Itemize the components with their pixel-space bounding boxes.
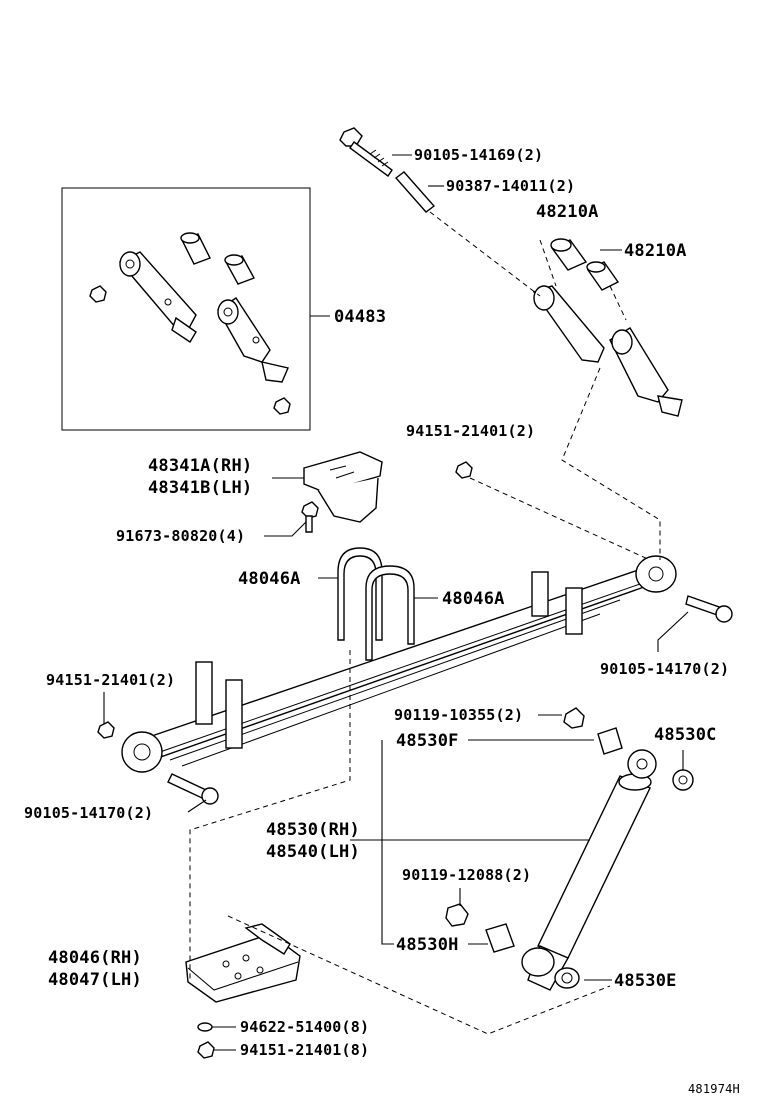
label-90105-14170-right: 90105-14170(2) xyxy=(600,660,730,678)
label-48210A-side: 48210A xyxy=(624,241,687,261)
washer-94622-51400 xyxy=(197,1022,213,1032)
label-91673-80820: 91673-80820(4) xyxy=(116,527,246,545)
kit-bushings xyxy=(180,232,256,285)
label-48540-LH: 48540(LH) xyxy=(266,842,360,862)
label-48530E: 48530E xyxy=(614,971,677,991)
label-48046A-right: 48046A xyxy=(442,589,505,609)
u-bolt-2 xyxy=(365,565,415,661)
diagram-id: 481974H xyxy=(688,1082,740,1096)
label-48047-LH: 48047(LH) xyxy=(48,970,142,990)
shackle-48210A xyxy=(532,238,683,417)
bracket-48341 xyxy=(303,451,383,523)
label-90119-10355: 90119-10355(2) xyxy=(394,706,524,724)
label-48046A-left: 48046A xyxy=(238,569,301,589)
label-48530-RH: 48530(RH) xyxy=(266,820,360,840)
label-94151-21401-bottom: 94151-21401(8) xyxy=(240,1041,370,1059)
bolt-90105-14169 xyxy=(339,127,393,177)
shock-bushings xyxy=(485,727,694,989)
leaf-spring xyxy=(121,555,677,773)
label-48530F: 48530F xyxy=(396,731,459,751)
label-90105-14170-left: 90105-14170(2) xyxy=(24,804,154,822)
u-bolt-1 xyxy=(337,547,383,641)
label-90119-12088: 90119-12088(2) xyxy=(402,866,532,884)
kit-shackle-right xyxy=(217,297,289,383)
bolt-90105-14170-right xyxy=(685,595,733,623)
label-48341A-RH: 48341A(RH) xyxy=(148,456,253,476)
bolt-90105-14170-left xyxy=(167,773,219,805)
label-48046-RH: 48046(RH) xyxy=(48,948,142,968)
label-48341B-LH: 48341B(LH) xyxy=(148,478,253,498)
spring-seat-plate xyxy=(185,923,301,1003)
shock-fasteners xyxy=(445,707,585,927)
shock-absorber xyxy=(521,749,657,991)
kit-nuts xyxy=(89,285,291,415)
label-90387-14011: 90387-14011(2) xyxy=(446,177,576,195)
label-48210A-top: 48210A xyxy=(536,202,599,222)
label-94151-21401-left: 94151-21401(2) xyxy=(46,671,176,689)
label-94622-51400: 94622-51400(8) xyxy=(240,1018,370,1036)
nut-94151-21401-bottom xyxy=(197,1041,215,1059)
kit-shackle-left xyxy=(118,251,197,343)
nut-94151-21401-left xyxy=(97,721,115,739)
nut-94151-21401-top xyxy=(455,461,473,479)
kit-box-04483 xyxy=(61,187,311,431)
bolt-91673-80820 xyxy=(301,501,319,533)
label-48530H: 48530H xyxy=(396,935,459,955)
label-94151-21401-top: 94151-21401(2) xyxy=(406,422,536,440)
spacer-90387-14011 xyxy=(394,171,436,213)
label-04483: 04483 xyxy=(334,307,387,327)
label-90105-14169: 90105-14169(2) xyxy=(414,146,544,164)
label-48530C: 48530C xyxy=(654,725,717,745)
